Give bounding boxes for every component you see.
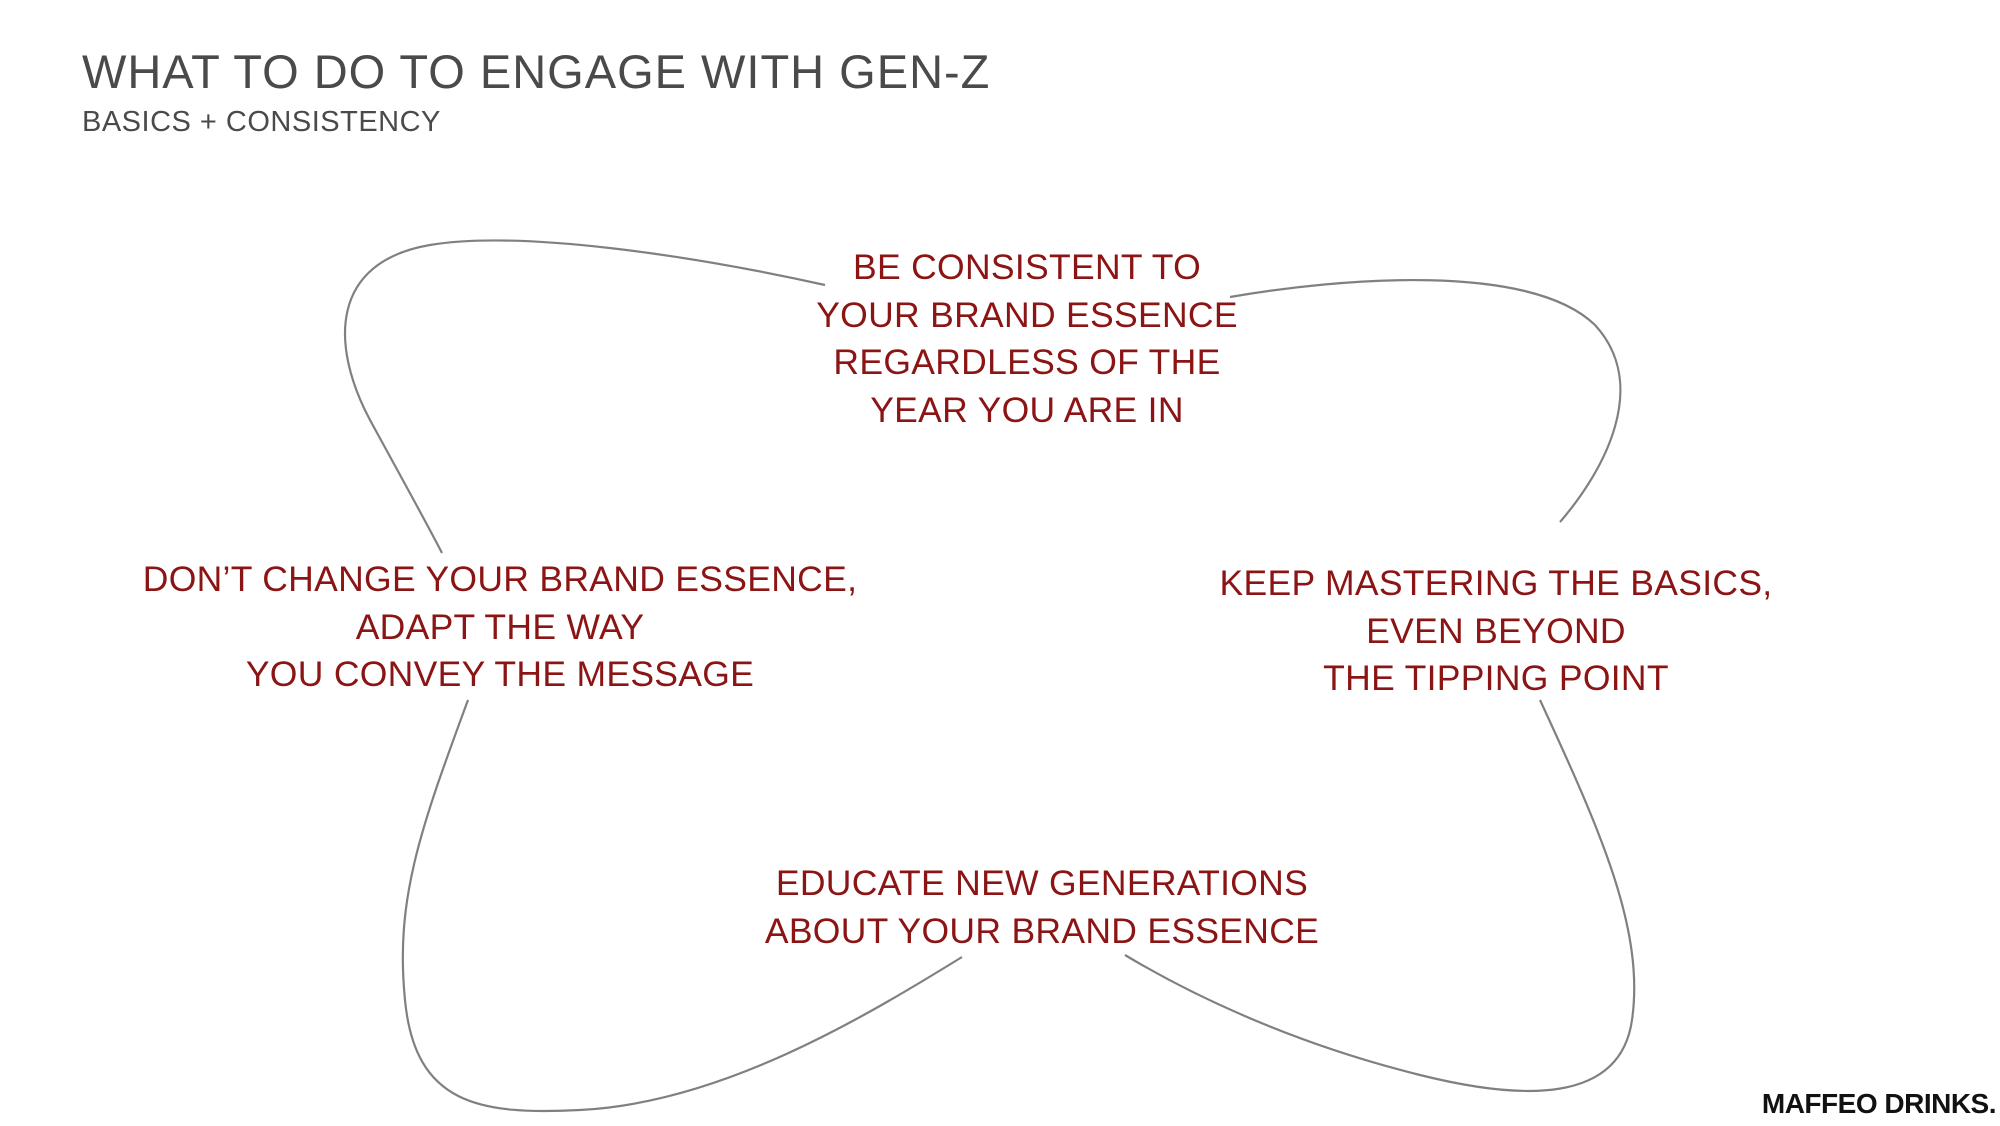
node-left-line: ADAPT THE WAY [355,606,645,647]
node-right-line: EVEN BEYOND [1366,610,1626,651]
node-bottom-line: ABOUT YOUR BRAND ESSENCE [764,910,1320,951]
node-top-line: BE CONSISTENT TO [852,247,1202,287]
page-title: WHAT TO DO TO ENGAGE WITH GEN-Z [82,45,991,98]
node-top-line: YEAR YOU ARE IN [870,389,1184,430]
node-top-line: YOUR BRAND ESSENCE [816,294,1238,335]
diagram-node-right: KEEP MASTERING THE BASICS, EVEN BEYOND T… [1096,560,1896,703]
node-left-line: DON’T CHANGE YOUR BRAND ESSENCE, [142,559,858,599]
outline-segment-top-right [1229,278,1622,523]
node-left-line: YOU CONVEY THE MESSAGE [245,654,755,694]
outline-segment-bottom-right [1124,699,1636,1093]
diagram-node-left: DON’T CHANGE YOUR BRAND ESSENCE, ADAPT T… [100,556,900,699]
diagram-node-bottom: EDUCATE NEW GENERATIONS ABOUT YOUR BRAND… [642,860,1442,955]
outline-segment-top-left [344,239,826,554]
outline-segment-bottom-left [401,699,963,1113]
page-subtitle: BASICS + CONSISTENCY [82,106,441,138]
node-top-line: REGARDLESS OF THE [833,342,1221,382]
node-right-line: THE TIPPING POINT [1323,658,1669,698]
diagram-node-top: BE CONSISTENT TO YOUR BRAND ESSENCE REGA… [727,244,1327,434]
node-bottom-line: EDUCATE NEW GENERATIONS [775,863,1309,903]
node-right-line: KEEP MASTERING THE BASICS, [1219,563,1773,603]
brand-logo: MAFFEO DRINKS. [1761,1088,1997,1119]
